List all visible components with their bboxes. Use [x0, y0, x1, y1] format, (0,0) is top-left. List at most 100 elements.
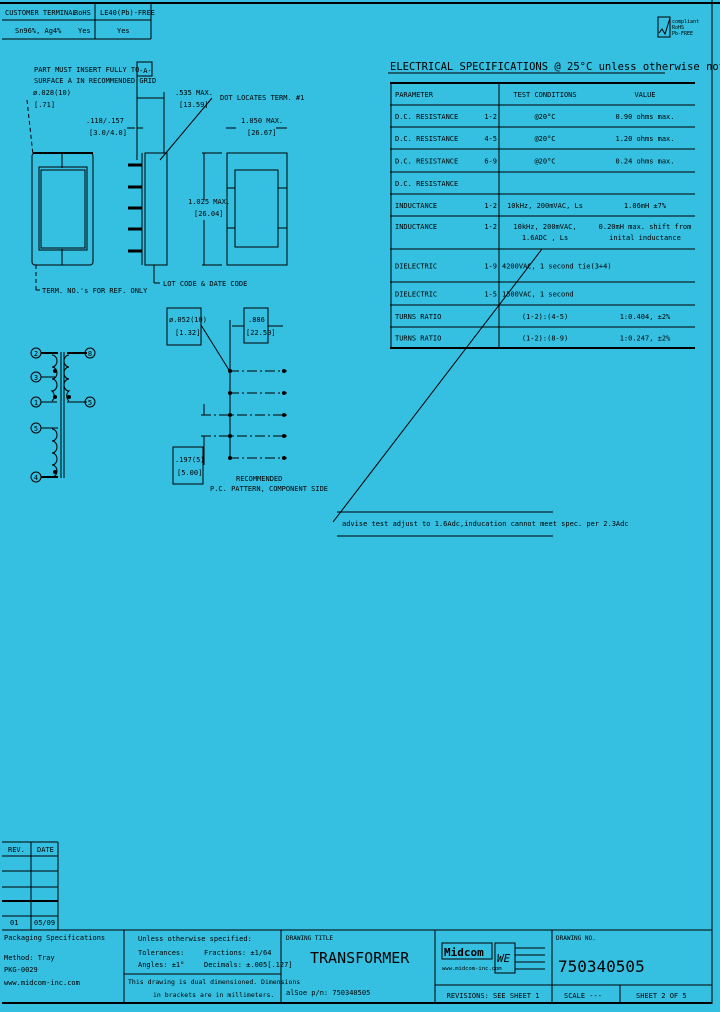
midcom-logo: Midcom [444, 946, 484, 959]
spec-pins: 1-2 [484, 113, 497, 121]
compliance-value-pbfree: Yes [117, 27, 130, 35]
svg-text:2: 2 [34, 350, 38, 358]
spec-parameter: INDUCTANCE [395, 223, 437, 231]
datum-a: -A- [139, 67, 152, 75]
hole-diameter: ø.052(10) [169, 316, 207, 324]
row-spacing: .886 [248, 316, 265, 324]
spec-header-parameter: PARAMETER [395, 91, 434, 99]
svg-text:RoHS: RoHS [672, 25, 684, 31]
angles-tolerance: Angles: ±1° [138, 961, 184, 969]
svg-text:[5.00]: [5.00] [177, 469, 202, 477]
spec-condition: (1-2):(4-5) [522, 313, 568, 321]
compliance-header-rohs: RoHS [74, 9, 91, 17]
height-dim: .535 MAX. [175, 89, 213, 97]
midcom-url: www.midcom-inc.com [442, 966, 502, 972]
title-block-lines [2, 929, 712, 1004]
we-logo: WE [497, 952, 511, 965]
spec-table-lines [388, 72, 695, 349]
spec-value: 1.20 ohms max. [615, 135, 674, 143]
pin-labels: 2 3 1 5 4 8 5 [34, 350, 92, 482]
svg-text:[3.0/4.0]: [3.0/4.0] [89, 129, 127, 137]
spec-parameter: D.C. RESISTANCE [395, 180, 458, 188]
packaging-code: PKG-0029 [4, 966, 38, 974]
decimals-tolerance: Decimals: ±.005[.127] [204, 961, 293, 969]
svg-text:P.C. PATTERN, COMPONENT SIDE: P.C. PATTERN, COMPONENT SIDE [210, 485, 328, 493]
spec-value: 1.06mH ±7% [624, 202, 667, 210]
drawing-title-label: DRAWING TITLE [286, 935, 333, 942]
drawing-title: TRANSFORMER [310, 949, 410, 967]
spec-condition-line2: 1.6ADC , Ls [522, 234, 568, 242]
rev-date: 05/09 [34, 919, 55, 927]
spec-condition: @20°C [534, 135, 555, 143]
svg-text:[.71]: [.71] [34, 101, 55, 109]
revisions-note: REVISIONS: SEE SHEET 1 [447, 992, 540, 1000]
spec-condition: 10kHz, 200mVAC, [513, 223, 576, 231]
compliance-header-pbfree: LE40(Pb)-FREE [100, 9, 155, 17]
scale: SCALE --- [564, 992, 602, 1000]
rohs-logo-mark [657, 16, 671, 38]
dual-dimension-note: This drawing is dual dimensioned. Dimens… [128, 978, 300, 986]
alt-part-number: alSoe p/n: 750340505 [286, 989, 370, 997]
drawing-number-label: DRAWING NO. [556, 935, 596, 942]
spec-condition: (1-2):(8-9) [522, 335, 568, 343]
check-icon [658, 17, 671, 36]
spec-parameter: D.C. RESISTANCE [395, 113, 458, 121]
spec-value: 0.20mH max. shift from [599, 223, 692, 231]
pin-diameter: ø.028(10) [33, 89, 71, 97]
date-header: DATE [37, 846, 54, 854]
spec-header-conditions: TEST CONDITIONS [513, 91, 576, 99]
pcb-caption: RECOMMENDED [236, 475, 282, 483]
svg-text:Pb-FREE: Pb-FREE [672, 31, 693, 37]
svg-text:[22.50]: [22.50] [246, 329, 276, 337]
pitch-dim: .197(5) [175, 456, 205, 464]
svg-text:SURFACE A IN RECOMMENDED GRID: SURFACE A IN RECOMMENDED GRID [34, 77, 156, 85]
spec-condition: @20°C [534, 113, 555, 121]
spec-parameter: INDUCTANCE [395, 202, 437, 210]
spec-parameter: DIELECTRIC [395, 263, 437, 271]
spec-parameter: DIELECTRIC [395, 291, 437, 299]
transformer-schematic [30, 347, 96, 483]
svg-text:in brackets are in millimeters: in brackets are in millimeters. [153, 991, 274, 999]
spec-parameter: TURNS RATIO [395, 313, 441, 321]
spec-pins: 6-9 [484, 158, 497, 166]
compliance-header-terminal: CUSTOMER TERMINAL [5, 9, 77, 17]
spec-pins: 1-5 [484, 291, 497, 299]
svg-text:[26.04]: [26.04] [194, 210, 224, 218]
term-note: TERM. NO.'s FOR REF. ONLY [42, 287, 148, 295]
spec-value: 0.24 ohms max. [615, 158, 674, 166]
pcb-pattern [166, 307, 287, 485]
spec-header-value: VALUE [634, 91, 655, 99]
standoff-dim: .118/.157 [86, 117, 124, 125]
website: www.midcom-inc.com [4, 979, 80, 987]
spec-condition: @20°C [534, 158, 555, 166]
insert-note: PART MUST INSERT FULLY TO [34, 66, 139, 74]
length-dim: 1.025 MAX. [188, 198, 230, 206]
svg-text:5: 5 [34, 425, 38, 433]
spec-pins: 1-9 [484, 263, 497, 271]
sheet-number: SHEET 2 OF 5 [636, 992, 687, 1000]
spec-condition: 1500VAC, 1 second [502, 291, 574, 299]
svg-text:compliant: compliant [672, 19, 699, 25]
svg-text:[13.59]: [13.59] [179, 101, 209, 109]
svg-text:1: 1 [34, 399, 38, 407]
svg-text:Tolerances:: Tolerances: [138, 949, 184, 957]
revision-table-lines [2, 841, 59, 930]
svg-text:8: 8 [88, 350, 92, 358]
packaging-method: Method: Tray [4, 954, 55, 962]
svg-text:[26.67]: [26.67] [247, 129, 277, 137]
spec-pins: 1-2 [484, 223, 497, 231]
svg-text:3: 3 [34, 374, 38, 382]
spec-parameter: D.C. RESISTANCE [395, 158, 458, 166]
top-view [202, 127, 288, 266]
width-dim: 1.050 MAX. [241, 117, 283, 125]
spec-condition: 4200VAC, 1 second tie(3+4) [502, 263, 612, 271]
drawing-number: 750340505 [558, 957, 645, 976]
lot-note: LOT CODE & DATE CODE [163, 280, 247, 288]
rev-header: REV. [8, 846, 25, 854]
svg-text:5: 5 [88, 399, 92, 407]
compliance-table-lines [2, 3, 152, 40]
packaging-title: Packaging Specifications [4, 934, 105, 942]
spec-parameter: D.C. RESISTANCE [395, 135, 458, 143]
spec-pins: 1-2 [484, 202, 497, 210]
